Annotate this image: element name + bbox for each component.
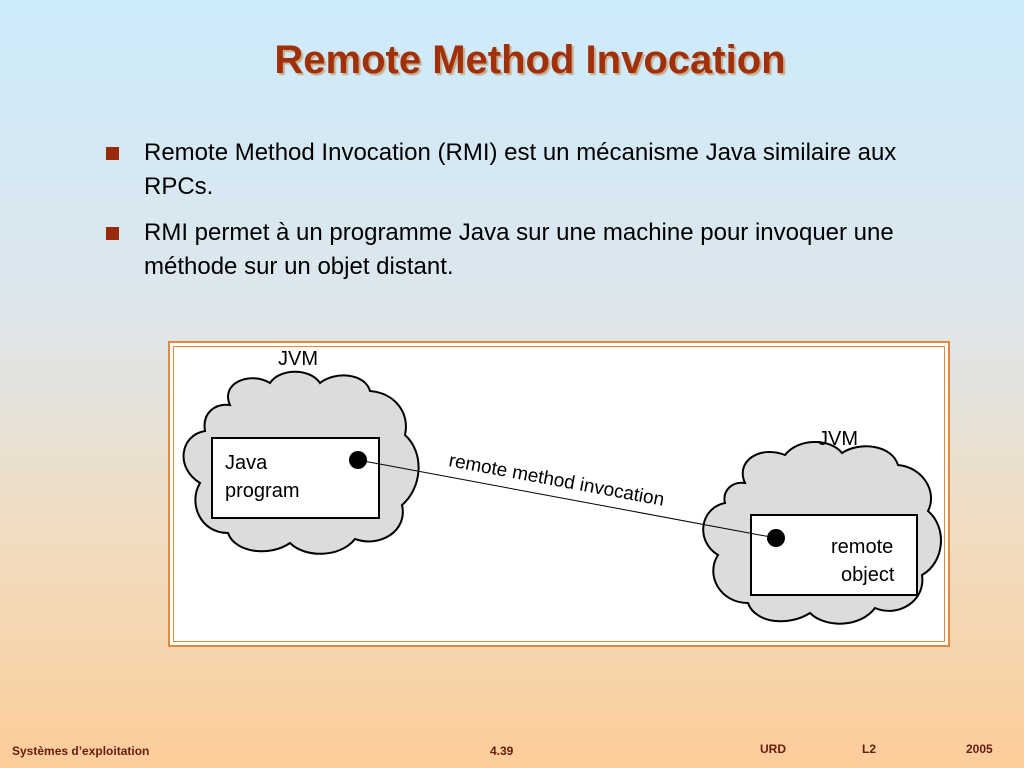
java-program-box	[211, 437, 380, 519]
square-bullet-icon	[106, 227, 119, 240]
remote-dot	[767, 529, 785, 547]
remote-box-line2: object	[841, 564, 895, 586]
invocation-line	[357, 459, 777, 539]
right-jvm-label: JVM	[818, 428, 858, 450]
bullet-item: RMI permet à un programme Java sur une m…	[104, 216, 904, 284]
bullet-list: Remote Method Invocation (RMI) est un mé…	[104, 136, 904, 296]
java-box-line2: program	[225, 480, 300, 502]
footer-university: URD	[760, 742, 786, 756]
caller-dot	[349, 451, 367, 469]
footer-year: 2005	[966, 742, 993, 756]
diagram-drawing: remote method invocation	[182, 370, 942, 625]
slide-title: Remote Method Invocation	[274, 38, 786, 82]
bullet-item: Remote Method Invocation (RMI) est un mé…	[104, 136, 904, 204]
footer-course: Systèmes d’exploitation	[12, 744, 150, 758]
diagram-inner-border	[173, 346, 945, 642]
bullet-text: RMI permet à un programme Java sur une m…	[144, 219, 894, 280]
java-box-line1: Java	[225, 452, 268, 474]
bullet-text: Remote Method Invocation (RMI) est un mé…	[144, 139, 897, 200]
remote-box-line1: remote	[831, 536, 894, 558]
arrow-label: remote method invocation	[447, 450, 666, 510]
footer-level: L2	[862, 742, 877, 756]
left-jvm-label: JVM	[278, 348, 318, 370]
rmi-diagram: remote method invocation JVM Java progra…	[168, 341, 950, 647]
footer-page-number: 4.39	[490, 744, 514, 758]
square-bullet-icon	[106, 147, 119, 160]
remote-object-box	[750, 514, 918, 596]
